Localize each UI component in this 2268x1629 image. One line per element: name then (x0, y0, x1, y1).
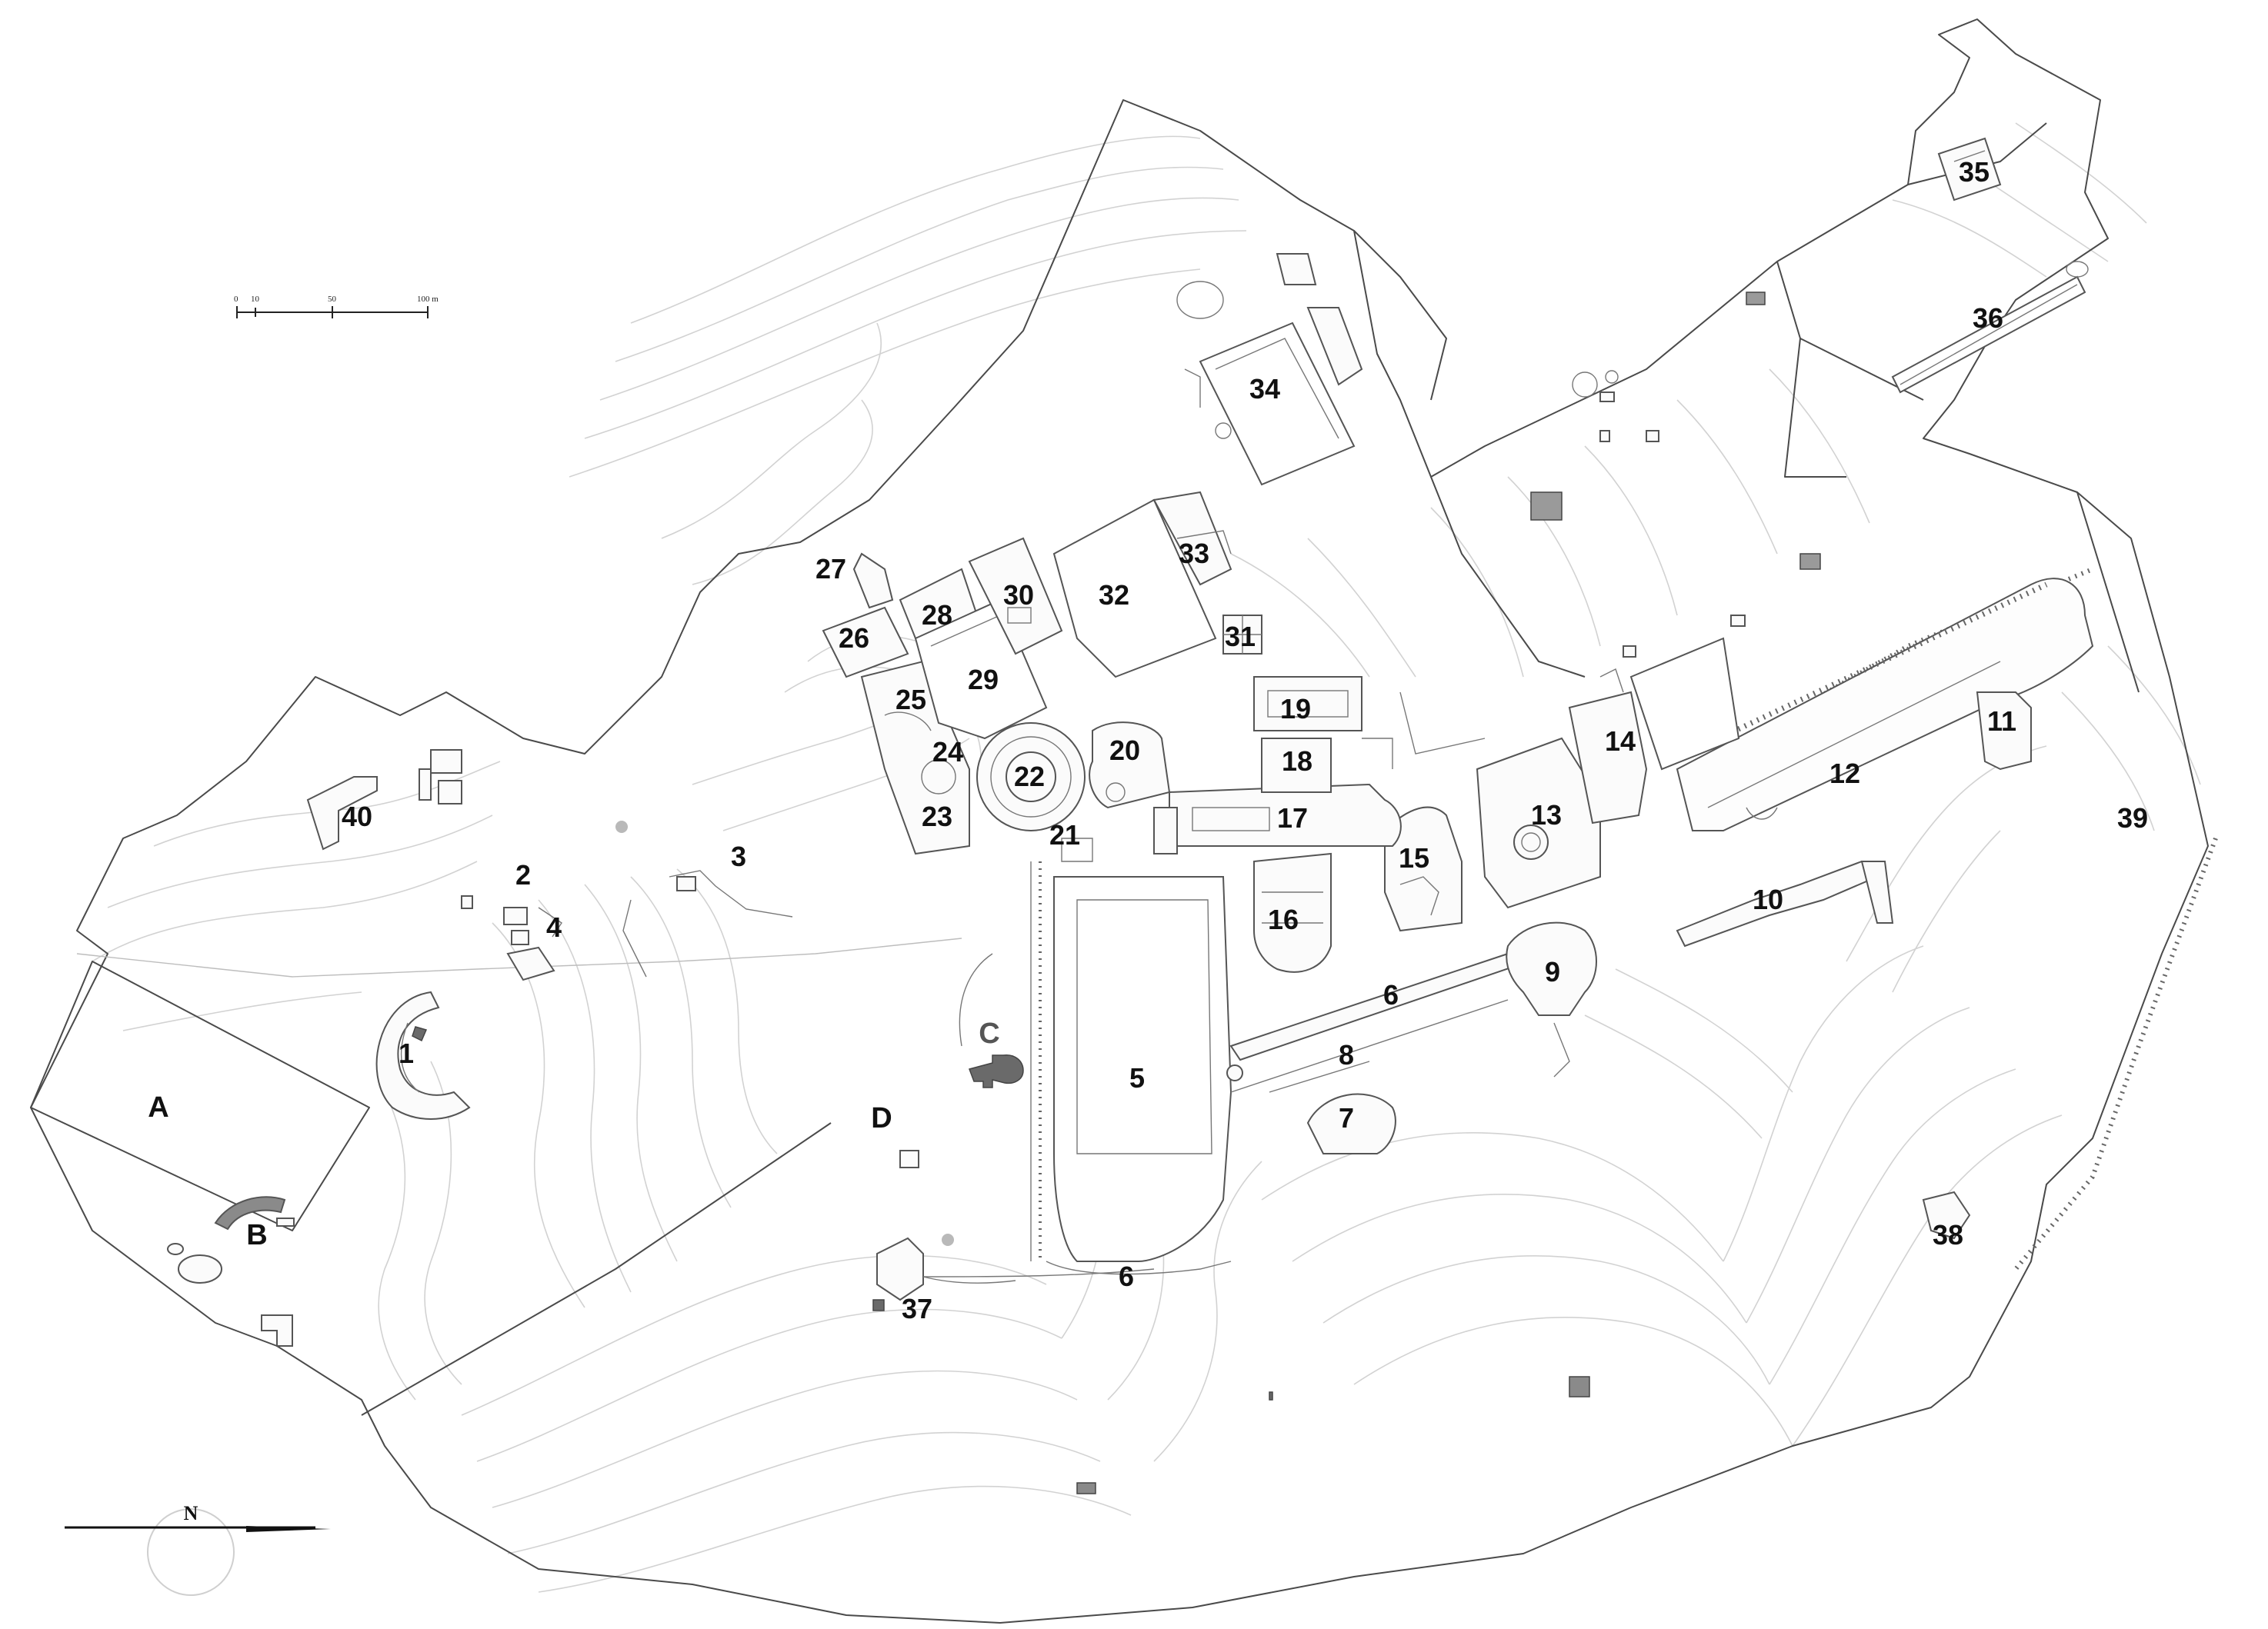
site-label-20: 20 (1109, 735, 1140, 766)
site-label-11: 11 (1987, 705, 2016, 737)
site-label-13: 13 (1531, 799, 1562, 831)
site-label-14: 14 (1605, 725, 1636, 757)
site-label-8: 8 (1339, 1039, 1354, 1071)
site-label-10: 10 (1753, 884, 1783, 915)
site-label-6-upper: 6 (1383, 979, 1399, 1011)
scale-tick-0: 0 (234, 295, 238, 304)
site-label-23: 23 (922, 801, 952, 832)
site-label-4: 4 (546, 911, 562, 943)
site-label-40: 40 (342, 801, 372, 832)
site-label-17: 17 (1277, 802, 1308, 834)
site-label-21: 21 (1049, 819, 1080, 851)
site-label-26: 26 (839, 622, 869, 654)
area-label-a: A (148, 1091, 168, 1124)
site-label-34: 34 (1249, 373, 1280, 405)
site-label-36: 36 (1973, 302, 2003, 334)
ruins (167, 137, 2094, 1494)
terrain-contours (92, 122, 2201, 1593)
site-label-30: 30 (1003, 579, 1034, 611)
site-label-2: 2 (515, 859, 531, 891)
north-arrow-label: N (184, 1502, 198, 1524)
site-label-19: 19 (1280, 693, 1311, 725)
site-label-16: 16 (1268, 904, 1299, 935)
site-label-1: 1 (399, 1038, 414, 1069)
site-label-25: 25 (896, 684, 926, 715)
site-label-22: 22 (1014, 761, 1045, 792)
area-label-b: B (246, 1219, 267, 1251)
site-label-33: 33 (1179, 538, 1209, 569)
north-arrow-circle (147, 1508, 235, 1596)
site-label-35: 35 (1959, 156, 1990, 188)
scale-tick-50: 50 (328, 295, 337, 304)
site-label-39: 39 (2117, 802, 2148, 834)
site-label-29: 29 (968, 664, 999, 695)
site-label-6-lower: 6 (1119, 1261, 1134, 1292)
scale-bar: 0 10 50 100 m (234, 295, 439, 318)
area-labels: A B C D (148, 1018, 999, 1251)
site-label-15: 15 (1399, 842, 1429, 874)
north-arrow-head (246, 1526, 331, 1532)
site-label-32: 32 (1099, 579, 1129, 611)
site-label-3: 3 (731, 841, 746, 872)
site-label-9: 9 (1545, 956, 1560, 988)
site-label-27: 27 (815, 553, 846, 585)
scale-tick-100m: 100 m (417, 295, 439, 304)
north-arrow: N (65, 1502, 331, 1596)
site-labels: 1 2 3 4 5 6 6 7 8 9 10 11 12 13 14 15 16… (342, 156, 2148, 1324)
site-label-24: 24 (932, 736, 963, 768)
site-label-31: 31 (1225, 621, 1256, 652)
site-label-38: 38 (1933, 1219, 1963, 1251)
area-label-d: D (871, 1102, 892, 1134)
site-label-28: 28 (922, 599, 952, 631)
site-label-5: 5 (1129, 1062, 1145, 1094)
site-label-12: 12 (1829, 758, 1860, 789)
scale-tick-10: 10 (251, 295, 260, 304)
site-label-18: 18 (1282, 745, 1312, 777)
site-label-37: 37 (902, 1293, 932, 1324)
site-label-7: 7 (1339, 1102, 1354, 1134)
area-label-c: C (979, 1018, 999, 1050)
